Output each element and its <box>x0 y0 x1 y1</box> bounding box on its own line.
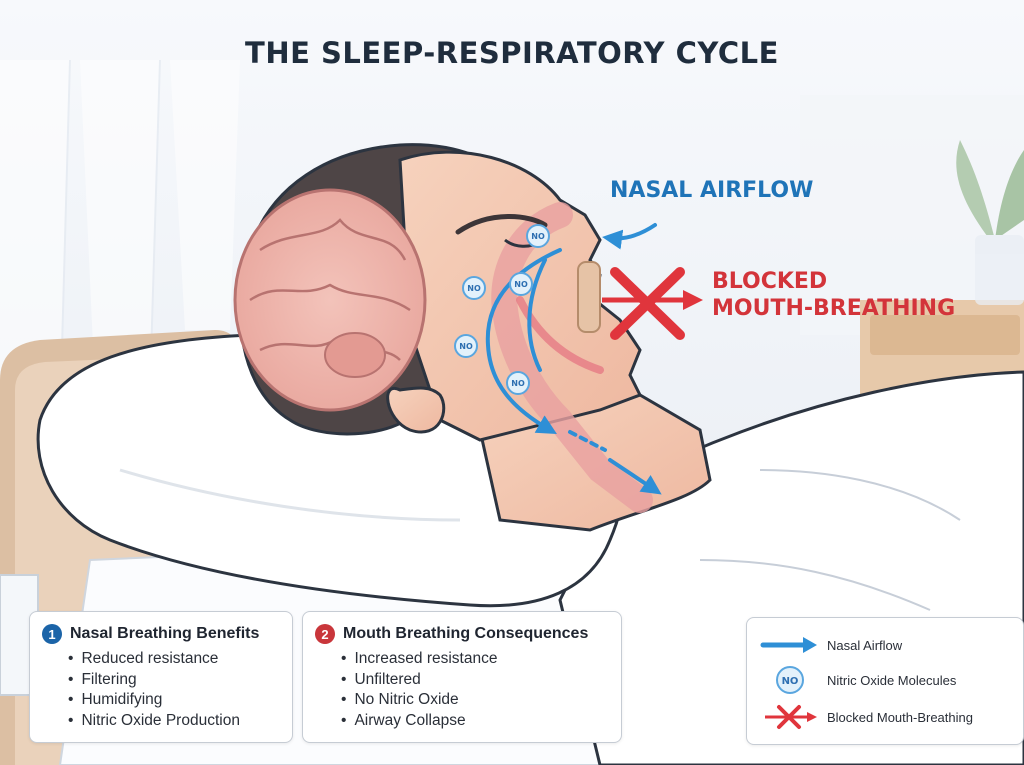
list-item: Increased resistance <box>341 649 497 670</box>
no-molecule: NO <box>509 272 533 296</box>
ear <box>386 386 446 434</box>
blocked-x-icon <box>765 705 817 729</box>
list-item: Nitric Oxide Production <box>68 711 240 732</box>
mouth-consequences-panel: 2 Mouth Breathing Consequences Increased… <box>302 611 622 743</box>
mouth-tape <box>577 261 601 333</box>
number-badge: 1 <box>42 624 62 644</box>
svg-text:NO: NO <box>467 284 481 293</box>
svg-text:NO: NO <box>459 342 473 351</box>
no-molecule: NO <box>526 224 550 248</box>
panel-title: Nasal Breathing Benefits <box>70 625 260 642</box>
consequences-list: Increased resistance Unfiltered No Nitri… <box>341 649 497 731</box>
legend-label: Blocked Mouth-Breathing <box>827 709 973 725</box>
blocked-label-line1: BLOCKED <box>712 269 828 294</box>
brain <box>233 188 427 412</box>
list-item: Reduced resistance <box>68 649 240 670</box>
panel-header: 2 Mouth Breathing Consequences <box>315 624 588 644</box>
svg-text:NO: NO <box>531 232 545 241</box>
nitric-oxide-molecules: NO NO NO NO NO <box>454 224 550 395</box>
list-item: Unfiltered <box>341 670 497 691</box>
list-item: Airway Collapse <box>341 711 497 732</box>
legend-label: Nitric Oxide Molecules <box>827 672 957 688</box>
eyebrow <box>455 214 548 235</box>
svg-text:NO: NO <box>511 379 525 388</box>
legend-item-nitric-oxide: NO Nitric Oxide Molecules <box>759 665 956 695</box>
legend-item-blocked: Blocked Mouth-Breathing <box>759 702 973 732</box>
page-title: THE SLEEP-RESPIRATORY CYCLE <box>245 36 779 70</box>
curtain <box>0 59 240 421</box>
blocked-mouth-breathing-label: BLOCKED MOUTH-BREATHING <box>712 268 972 322</box>
list-item: Filtering <box>68 670 240 691</box>
no-molecule: NO <box>462 276 486 300</box>
benefits-list: Reduced resistance Filtering Humidifying… <box>68 649 240 731</box>
nitric-oxide-molecule-icon: NO <box>776 666 804 694</box>
nasal-airflow-label: NASAL AIRFLOW <box>610 178 814 203</box>
plant <box>956 140 1024 305</box>
svg-text:NO: NO <box>782 676 799 687</box>
legend-panel: Nasal Airflow NO Nitric Oxide Molecules … <box>746 617 1024 745</box>
number-badge: 2 <box>315 624 335 644</box>
blocked-label-line2: MOUTH-BREATHING <box>712 296 956 321</box>
no-molecule: NO <box>506 371 530 395</box>
list-item: Humidifying <box>68 690 240 711</box>
airflow-arrow-icon <box>760 637 817 653</box>
legend-item-nasal-airflow: Nasal Airflow <box>759 630 902 660</box>
legend-label: Nasal Airflow <box>827 637 903 653</box>
svg-text:NO: NO <box>514 280 528 289</box>
blocked-mouth-x-icon <box>602 267 703 340</box>
no-molecule: NO <box>454 334 478 358</box>
list-item: No Nitric Oxide <box>341 690 497 711</box>
panel-title: Mouth Breathing Consequences <box>343 625 589 642</box>
panel-header: 1 Nasal Breathing Benefits <box>42 624 259 644</box>
nasal-benefits-panel: 1 Nasal Breathing Benefits Reduced resis… <box>29 611 293 743</box>
airflow-arrows <box>485 223 662 495</box>
